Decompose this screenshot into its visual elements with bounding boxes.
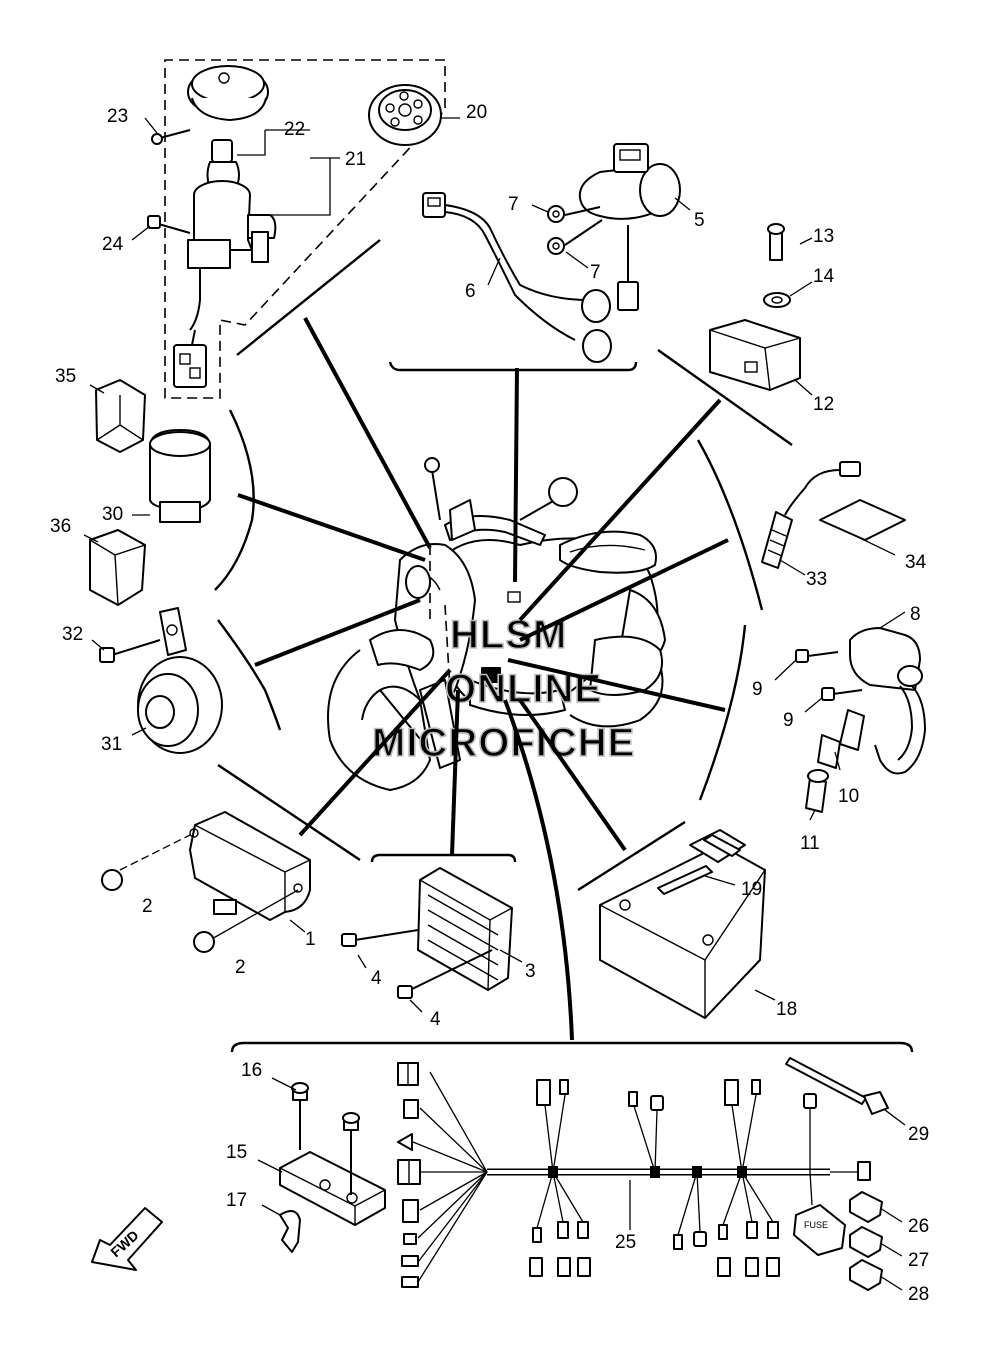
- callout-2: 2: [235, 957, 246, 978]
- callout-13: 13: [813, 226, 834, 247]
- callout-8: 8: [910, 604, 921, 625]
- callout-20: 20: [466, 102, 487, 123]
- watermark-line3: MICROFICHE: [372, 721, 635, 765]
- callout-35: 35: [55, 366, 76, 387]
- callout-5: 5: [694, 210, 705, 231]
- callout-4: 4: [371, 968, 382, 989]
- cdi-unit-group: [709, 223, 813, 396]
- horn-group: [91, 607, 223, 754]
- callout-36: 36: [50, 516, 71, 537]
- callout-30: 30: [102, 504, 123, 525]
- callout-25: 25: [615, 1232, 636, 1253]
- callout-15: 15: [226, 1142, 247, 1163]
- relay-group: [83, 379, 211, 606]
- callout-11: 11: [800, 833, 820, 854]
- callout-34: 34: [905, 552, 927, 573]
- callout-9: 9: [752, 679, 763, 700]
- wire-harness-group: FUSE FWD: [91, 1057, 906, 1291]
- callout-18: 18: [776, 999, 797, 1020]
- callout-29: 29: [908, 1124, 929, 1145]
- callout-10: 10: [838, 786, 859, 807]
- fuse-label: FUSE: [804, 1220, 828, 1230]
- callout-6: 6: [465, 281, 476, 302]
- ecu-unit-group: [101, 811, 311, 953]
- callout-33: 33: [806, 569, 827, 590]
- callout-28: 28: [908, 1284, 929, 1305]
- callout-3: 3: [525, 961, 536, 982]
- scooter-illustration: [327, 457, 666, 791]
- callout-24: 24: [102, 234, 124, 255]
- ignition-coil-group: [774, 611, 927, 821]
- callout-23: 23: [107, 106, 128, 127]
- callout-2: 2: [142, 896, 153, 917]
- callout-17: 17: [226, 1190, 247, 1211]
- callout-14: 14: [813, 266, 835, 287]
- battery-group: [599, 829, 776, 1019]
- callout-26: 26: [908, 1216, 929, 1237]
- callout-32: 32: [62, 624, 83, 645]
- o2-sensor-group: [761, 461, 906, 576]
- main-switch-assembly: [131, 59, 460, 399]
- callout-7: 7: [590, 262, 601, 283]
- callout-22: 22: [284, 119, 305, 140]
- watermark-line1: HLSM: [450, 613, 567, 657]
- pointer-lines: [237, 317, 729, 1041]
- callout-19: 19: [741, 879, 762, 900]
- callout-9: 9: [783, 710, 794, 731]
- callout-4: 4: [430, 1009, 441, 1030]
- callout-27: 27: [908, 1250, 929, 1271]
- callout-16: 16: [241, 1060, 262, 1081]
- starter-motor-leads: [422, 143, 691, 363]
- callout-7: 7: [508, 194, 519, 215]
- callout-12: 12: [813, 394, 834, 415]
- callout-21: 21: [345, 149, 366, 170]
- group-frames: [214, 239, 914, 1053]
- callout-numbers: 1 2 2 3 4 4 5 6 7 7 8 9 9 10 11 12 13 14…: [50, 102, 929, 1305]
- callout-31: 31: [101, 734, 122, 755]
- rectifier-group: [341, 867, 523, 1013]
- fwd-arrow-icon: FWD: [91, 1207, 163, 1271]
- callout-1: 1: [305, 929, 316, 950]
